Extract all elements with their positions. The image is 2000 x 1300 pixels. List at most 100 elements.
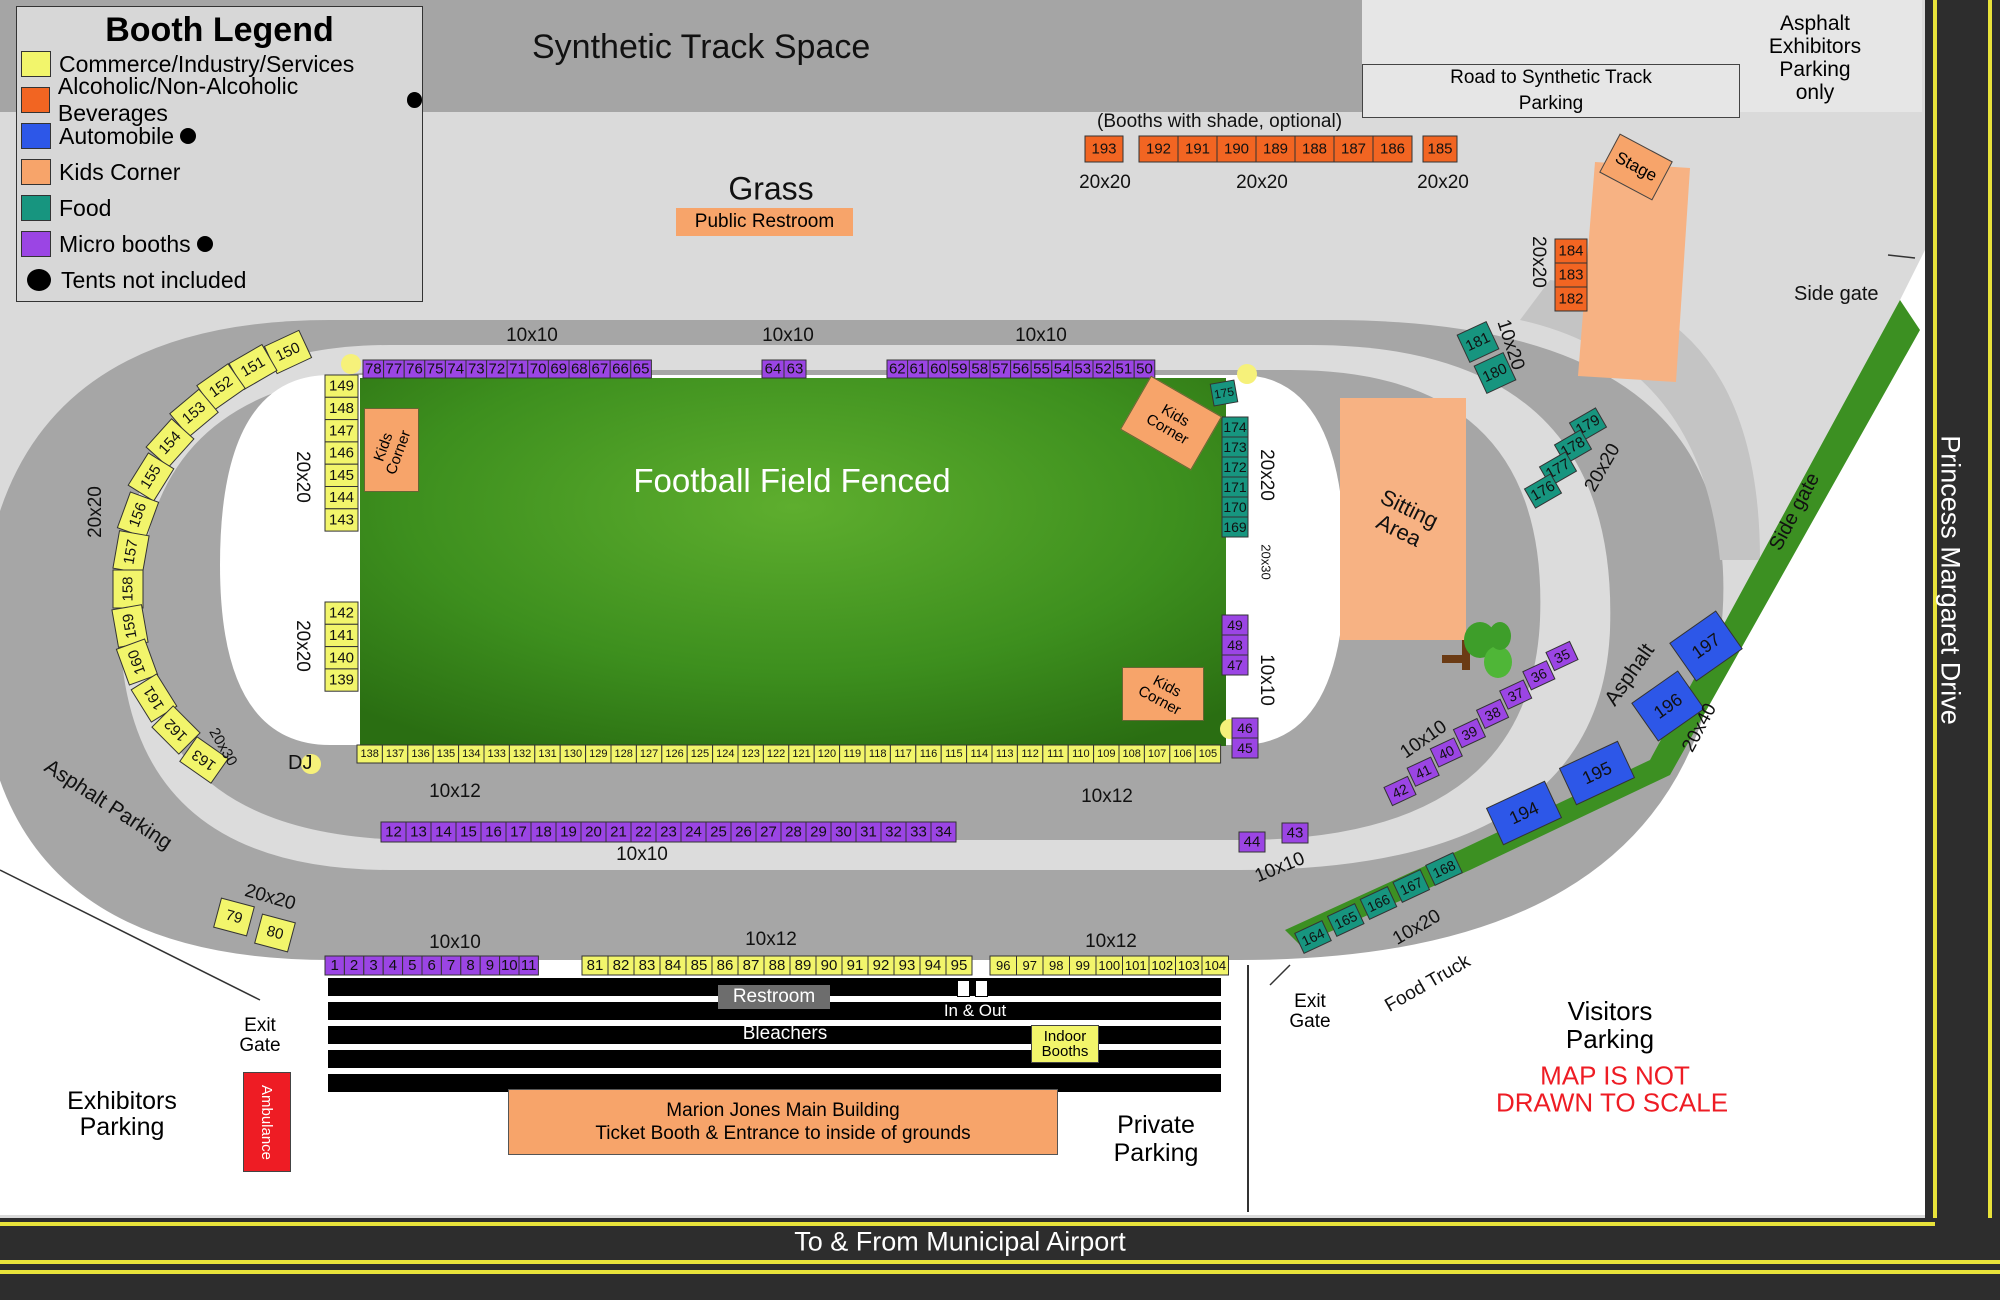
booth-191[interactable]: 191: [1178, 136, 1217, 162]
booth-4[interactable]: 4: [383, 956, 402, 975]
booth-138[interactable]: 138: [357, 745, 382, 763]
booth-9[interactable]: 9: [480, 956, 499, 975]
exit-gate-left[interactable]: Exit Gate: [230, 1016, 290, 1056]
booth-148[interactable]: 148: [325, 397, 358, 419]
booth-6[interactable]: 6: [422, 956, 441, 975]
booth-134[interactable]: 134: [459, 745, 484, 763]
booth-128[interactable]: 128: [611, 745, 636, 763]
booth-185[interactable]: 185: [1423, 136, 1457, 162]
booth-192[interactable]: 192: [1139, 136, 1178, 162]
booth-83[interactable]: 83: [634, 956, 660, 975]
booth-104[interactable]: 104: [1202, 956, 1229, 975]
booth-190[interactable]: 190: [1217, 136, 1256, 162]
booth-68[interactable]: 68: [569, 360, 590, 378]
booth-14[interactable]: 14: [431, 822, 456, 842]
booth-87[interactable]: 87: [738, 956, 764, 975]
booth-173[interactable]: 173: [1222, 437, 1248, 457]
booth-1[interactable]: 1: [325, 956, 344, 975]
booth-29[interactable]: 29: [806, 822, 831, 842]
booth-118[interactable]: 118: [865, 745, 890, 763]
booth-183[interactable]: 183: [1555, 263, 1587, 287]
booth-103[interactable]: 103: [1176, 956, 1203, 975]
booth-65[interactable]: 65: [631, 360, 652, 378]
booth-91[interactable]: 91: [842, 956, 868, 975]
booth-193[interactable]: 193: [1085, 136, 1123, 162]
booth-58[interactable]: 58: [969, 360, 990, 378]
booth-157[interactable]: 157: [113, 531, 149, 574]
booth-45[interactable]: 45: [1232, 738, 1258, 758]
booth-137[interactable]: 137: [382, 745, 407, 763]
booth-121[interactable]: 121: [789, 745, 814, 763]
booth-46[interactable]: 46: [1232, 718, 1258, 738]
booth-130[interactable]: 130: [560, 745, 585, 763]
booth-78[interactable]: 78: [363, 360, 384, 378]
booth-3[interactable]: 3: [364, 956, 383, 975]
booth-129[interactable]: 129: [586, 745, 611, 763]
booth-124[interactable]: 124: [713, 745, 738, 763]
booth-47[interactable]: 47: [1222, 655, 1248, 675]
booth-23[interactable]: 23: [656, 822, 681, 842]
booth-64[interactable]: 64: [762, 360, 784, 378]
booth-72[interactable]: 72: [487, 360, 508, 378]
booth-182[interactable]: 182: [1555, 287, 1587, 311]
booth-175[interactable]: 175: [1210, 380, 1237, 406]
booth-174[interactable]: 174: [1222, 417, 1248, 437]
booth-189[interactable]: 189: [1256, 136, 1295, 162]
booth-92[interactable]: 92: [868, 956, 894, 975]
booth-114[interactable]: 114: [967, 745, 992, 763]
booth-135[interactable]: 135: [433, 745, 458, 763]
booth-86[interactable]: 86: [712, 956, 738, 975]
booth-11[interactable]: 11: [519, 956, 538, 975]
booth-26[interactable]: 26: [731, 822, 756, 842]
booth-51[interactable]: 51: [1114, 360, 1135, 378]
booth-13[interactable]: 13: [406, 822, 431, 842]
booth-52[interactable]: 52: [1093, 360, 1114, 378]
booth-28[interactable]: 28: [781, 822, 806, 842]
booth-62[interactable]: 62: [887, 360, 908, 378]
booth-15[interactable]: 15: [456, 822, 481, 842]
booth-31[interactable]: 31: [856, 822, 881, 842]
booth-55[interactable]: 55: [1031, 360, 1052, 378]
booth-123[interactable]: 123: [738, 745, 763, 763]
booth-54[interactable]: 54: [1052, 360, 1073, 378]
booth-60[interactable]: 60: [928, 360, 949, 378]
booth-100[interactable]: 100: [1096, 956, 1123, 975]
booth-5[interactable]: 5: [403, 956, 422, 975]
booth-107[interactable]: 107: [1144, 745, 1169, 763]
booth-93[interactable]: 93: [894, 956, 920, 975]
booth-142[interactable]: 142: [325, 602, 358, 624]
booth-127[interactable]: 127: [636, 745, 661, 763]
booth-16[interactable]: 16: [481, 822, 506, 842]
booth-27[interactable]: 27: [756, 822, 781, 842]
booth-84[interactable]: 84: [660, 956, 686, 975]
booth-136[interactable]: 136: [408, 745, 433, 763]
booth-122[interactable]: 122: [763, 745, 788, 763]
booth-17[interactable]: 17: [506, 822, 531, 842]
booth-81[interactable]: 81: [582, 956, 608, 975]
booth-2[interactable]: 2: [344, 956, 363, 975]
booth-43[interactable]: 43: [1282, 823, 1308, 843]
booth-125[interactable]: 125: [687, 745, 712, 763]
booth-120[interactable]: 120: [814, 745, 839, 763]
booth-101[interactable]: 101: [1123, 956, 1150, 975]
booth-149[interactable]: 149: [325, 375, 358, 397]
booth-59[interactable]: 59: [949, 360, 970, 378]
booth-89[interactable]: 89: [790, 956, 816, 975]
booth-112[interactable]: 112: [1017, 745, 1042, 763]
booth-186[interactable]: 186: [1373, 136, 1412, 162]
booth-102[interactable]: 102: [1149, 956, 1176, 975]
booth-96[interactable]: 96: [990, 956, 1017, 975]
booth-116[interactable]: 116: [916, 745, 941, 763]
booth-10[interactable]: 10: [500, 956, 519, 975]
booth-8[interactable]: 8: [461, 956, 480, 975]
booth-22[interactable]: 22: [631, 822, 656, 842]
booth-108[interactable]: 108: [1119, 745, 1144, 763]
booth-90[interactable]: 90: [816, 956, 842, 975]
booth-158[interactable]: 158: [113, 570, 143, 608]
booth-109[interactable]: 109: [1094, 745, 1119, 763]
booth-33[interactable]: 33: [906, 822, 931, 842]
booth-71[interactable]: 71: [507, 360, 528, 378]
booth-74[interactable]: 74: [445, 360, 466, 378]
booth-172[interactable]: 172: [1222, 457, 1248, 477]
booth-139[interactable]: 139: [325, 669, 358, 691]
